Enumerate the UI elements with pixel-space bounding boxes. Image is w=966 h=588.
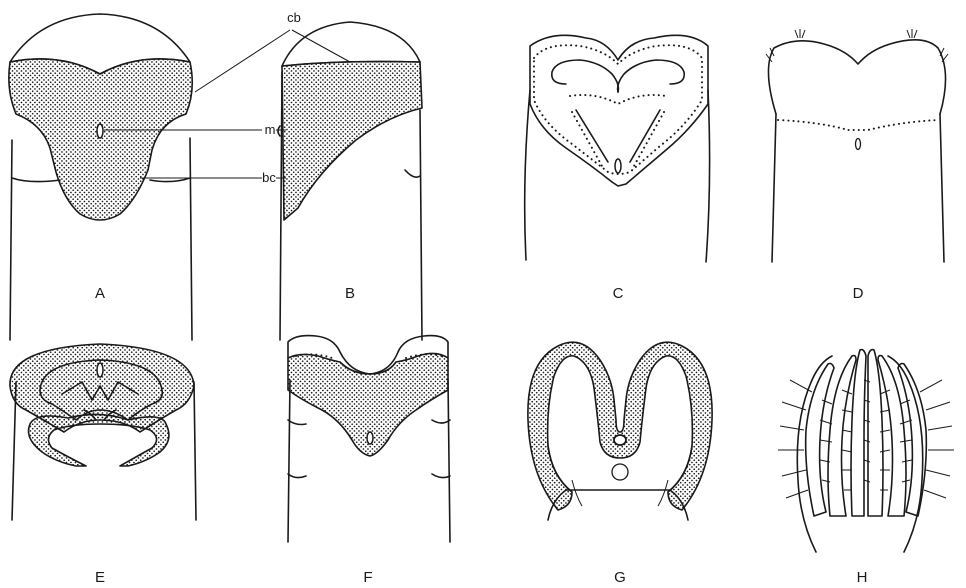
annotation-bc: bc — [262, 170, 276, 185]
panel-label-g: G — [614, 569, 626, 586]
panel-f-drawing — [288, 336, 450, 542]
panel-e-drawing — [10, 344, 196, 520]
panel-d-drawing — [766, 29, 948, 262]
panel-label-h: H — [857, 569, 868, 586]
panel-h-drawing — [778, 350, 954, 552]
panel-g-drawing — [528, 342, 712, 520]
panel-label-f: F — [363, 569, 372, 586]
panel-label-b: B — [345, 285, 355, 302]
panel-label-a: A — [95, 285, 105, 302]
panel-label-d: D — [853, 285, 864, 302]
panel-c-drawing — [525, 35, 710, 262]
panel-label-c: C — [613, 285, 624, 302]
annotation-m: m — [265, 122, 276, 137]
annotation-cb: cb — [287, 10, 301, 25]
panel-label-e: E — [95, 569, 105, 586]
